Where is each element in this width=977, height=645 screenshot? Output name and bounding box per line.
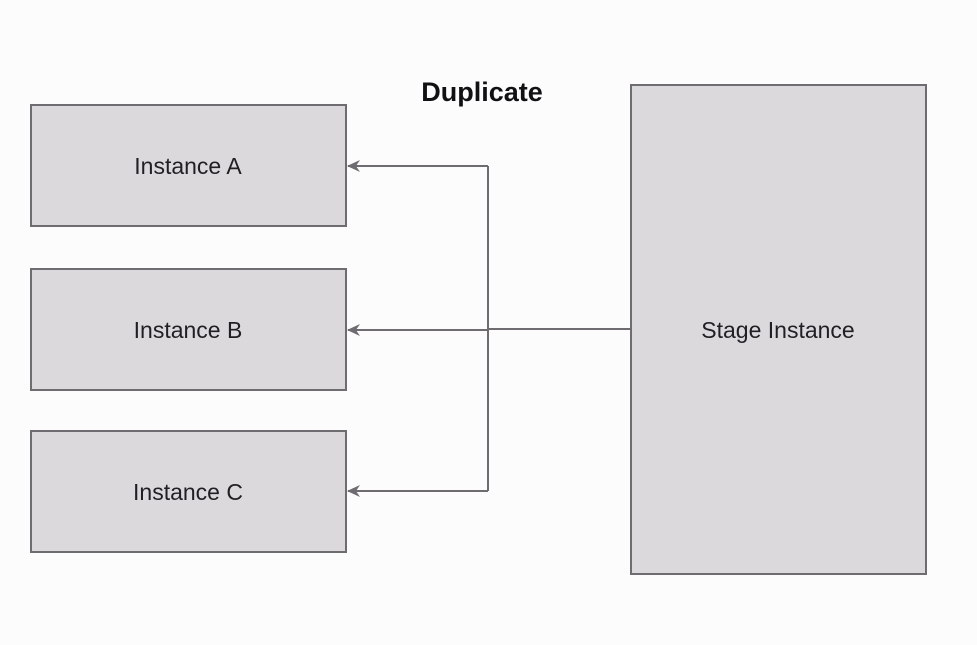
instance-c-label: Instance C — [133, 479, 243, 505]
diagram-title: Duplicate — [421, 77, 543, 107]
instance-c-node: Instance C — [30, 430, 347, 553]
instance-b-box — [30, 268, 347, 391]
stage-instance-label: Stage Instance — [701, 317, 854, 343]
instance-a-box — [30, 104, 347, 227]
instance-b-label: Instance B — [134, 317, 243, 343]
instance-a-label: Instance A — [134, 153, 242, 179]
instance-b-node: Instance B — [30, 268, 347, 391]
instance-c-box — [30, 430, 347, 553]
stage-instance-box — [630, 84, 927, 575]
instance-a-node: Instance A — [30, 104, 347, 227]
stage-instance-node: Stage Instance — [630, 84, 927, 575]
